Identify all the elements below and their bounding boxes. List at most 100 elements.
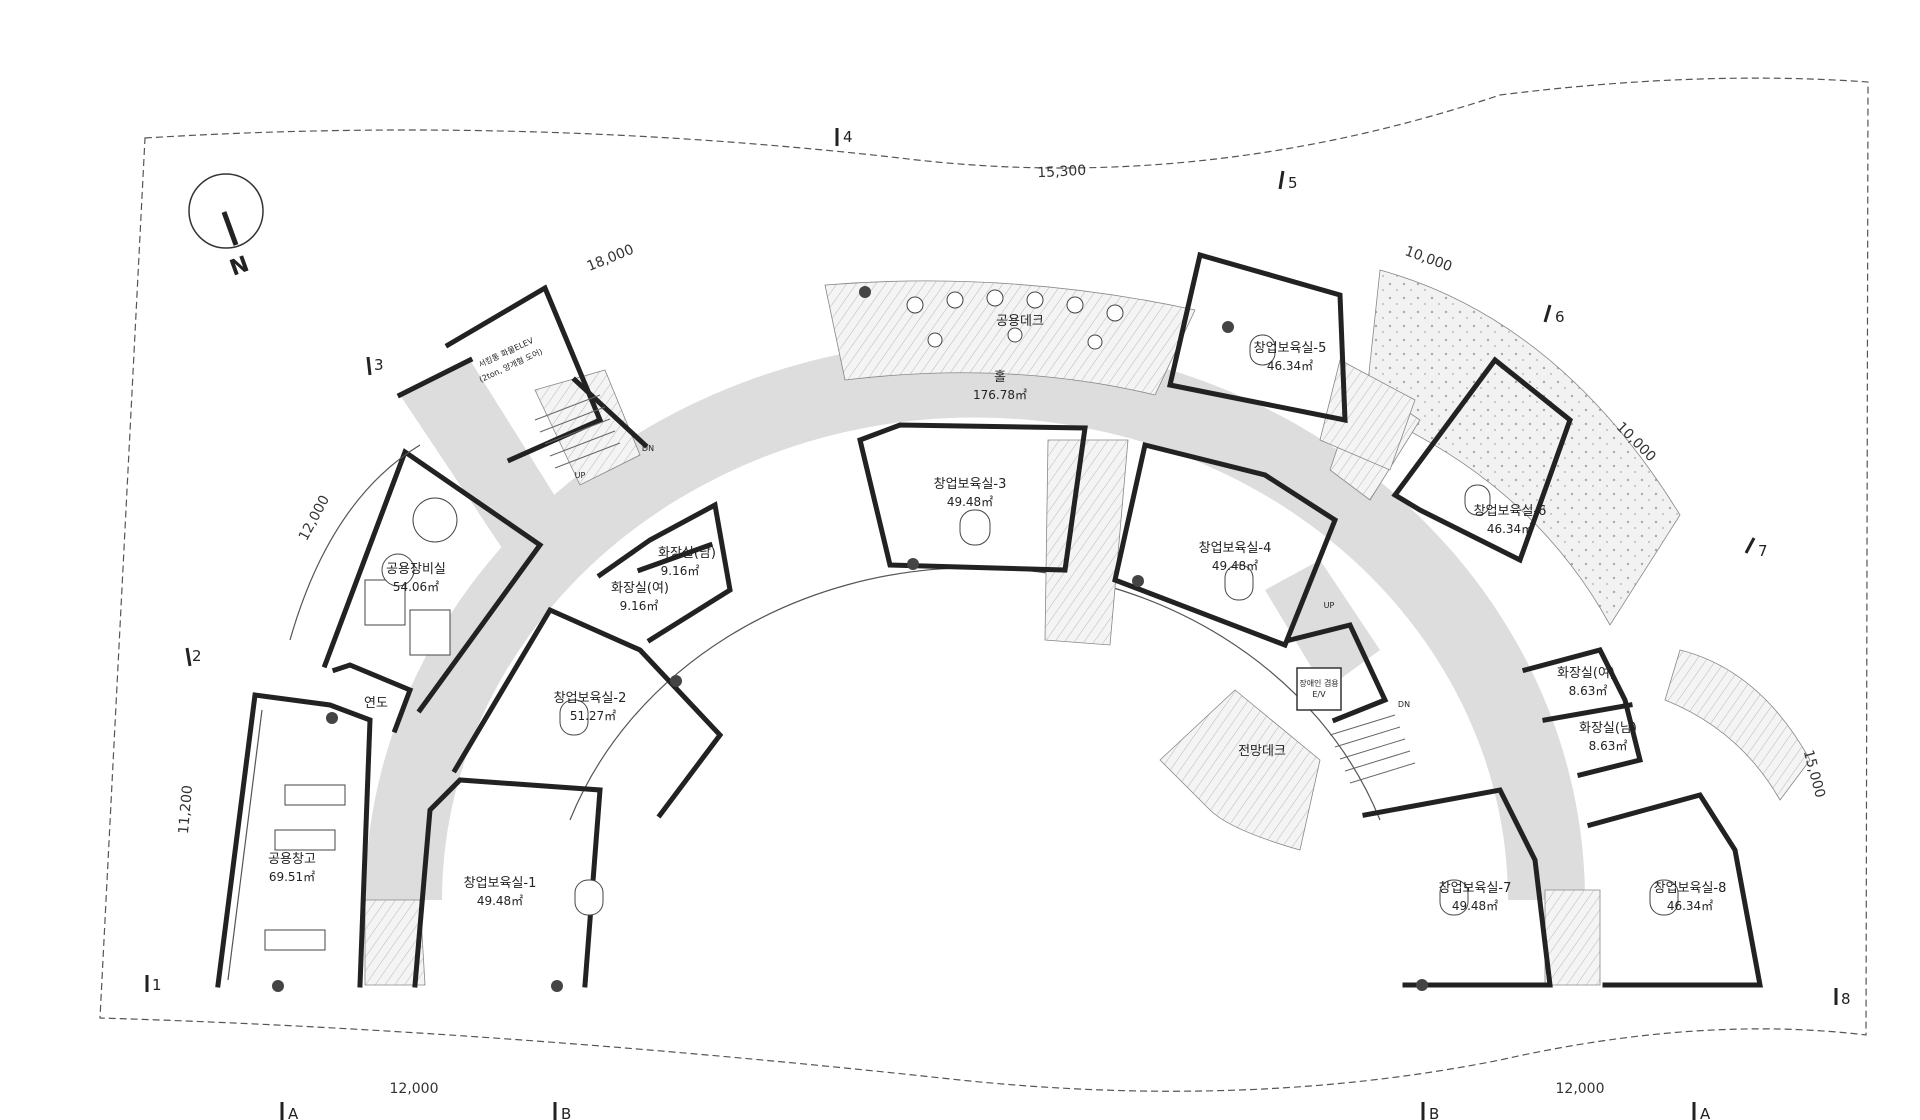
room-3-area: 49.48㎡ [947,495,993,509]
wc-f-left-area: 9.16㎡ [620,599,659,613]
room-2-area: 51.27㎡ [570,709,616,723]
room-4-area: 49.48㎡ [1212,559,1258,573]
room-3-walls [857,422,1088,573]
flue-walls [331,662,414,734]
stair-right-dn: DN [1398,700,1410,709]
storage-name: 공용창고 [268,852,316,867]
room-1-area: 49.48㎡ [477,894,523,908]
garden-strip [1364,269,1681,626]
deck-top-name: 공용데크 [996,314,1044,329]
north-label: N [227,252,253,282]
equip-curve [289,444,421,641]
view-deck [1159,689,1321,851]
dim-upper-left: 18,000 [585,242,636,275]
wc-right-walls [1521,647,1644,779]
stair-left-treads [534,394,621,469]
deck-furniture [859,286,1124,350]
room-8-name: 창업보육실-8 [1654,881,1727,896]
hall-corridor [365,340,1586,901]
wc-m-left-area: 9.16㎡ [661,564,700,578]
hall-area: 176.78㎡ [973,388,1027,402]
svg-text:4: 4 [843,128,853,146]
room-8-walls [1586,792,1764,988]
grid-axis-8: 8 [1834,988,1851,1008]
svg-text:5: 5 [1288,174,1298,192]
room-8-area: 46.34㎡ [1667,899,1713,913]
flue-name: 연도 [364,696,388,711]
room-3-name: 창업보육실-3 [934,477,1007,492]
section-mark-b-left: B [553,1102,571,1120]
svg-text:8: 8 [1841,990,1851,1008]
wc-m-right-name: 화장실(남) [1579,721,1637,736]
hall-name: 홀 [994,370,1006,385]
room-4-name: 창업보육실-4 [1199,541,1272,556]
wc-left-divider [636,541,714,574]
dim-top: 15,300 [1037,163,1087,182]
svg-text:3: 3 [374,356,384,374]
accessible-elev-line2: E/V [1312,690,1326,699]
grid-axis-1: 1 [145,975,162,994]
storage-area: 69.51㎡ [269,870,315,884]
corridor-branch-right [1265,560,1380,690]
room-5-name: 창업보육실-5 [1254,341,1327,356]
svg-text:A: A [1700,1105,1711,1120]
stair-right-treads [1329,714,1416,784]
storage-walls [215,692,373,988]
room-1-walls [412,777,603,988]
furniture [264,334,1679,951]
right-ramp [1664,649,1811,801]
section-mark-b-right: B [1421,1102,1439,1120]
wc-right-divider [1542,702,1633,723]
wc-f-right-area: 8.63㎡ [1569,684,1608,698]
room-5-walls [1166,251,1348,424]
equip-name: 공용장비실 [386,562,446,577]
dim-right-upper-1: 10,000 [1403,243,1455,275]
room-7-name: 창업보육실-7 [1439,881,1512,896]
equip-walls [321,448,544,714]
stair-left-walls [396,356,649,449]
deck-view-name: 전망데크 [1238,744,1286,759]
room-7-area: 49.48㎡ [1452,899,1498,913]
room-6-area: 46.34㎡ [1487,522,1533,536]
section-mark-a-right: A [1692,1102,1711,1120]
site-boundary [99,77,1869,1092]
grid-axis-6: 6 [1543,304,1565,326]
accessible-elev-line1: 장애인 겸용 [1299,678,1338,688]
storage-inner-wall [227,709,263,981]
room-4-walls [1112,441,1339,649]
north-arrow: N [188,173,264,282]
bottom-left-hatch [364,899,426,986]
svg-text:B: B [1429,1105,1439,1120]
equip-area: 54.06㎡ [393,580,439,594]
stair-left-up: UP [575,471,586,480]
room-2-walls [451,606,724,819]
bottom-right-hatch [1544,889,1601,986]
room-2-name: 창업보육실-2 [554,691,627,706]
dim-bottom-right: 12,000 [1556,1081,1605,1097]
room-6-name: 창업보육실-6 [1474,504,1547,519]
svg-text:B: B [561,1105,571,1120]
grid-axis-7: 7 [1744,537,1768,560]
svg-text:A: A [288,1105,299,1120]
columns [272,321,1428,992]
accessible-elevator [1296,667,1342,711]
dim-left-lower: 11,200 [176,785,196,835]
grid-axis-3: 3 [366,356,384,376]
dim-left-upper: 12,000 [296,493,333,544]
room-1-name: 창업보육실-1 [464,876,537,891]
svg-text:6: 6 [1555,308,1565,326]
svg-text:2: 2 [192,647,202,665]
grid-axis-4: 4 [835,128,853,146]
grid-axis-5: 5 [1278,170,1298,192]
wc-m-right-area: 8.63㎡ [1589,739,1628,753]
room-7-walls [1362,787,1553,988]
wc-m-left-name: 화장실(남) [658,546,716,561]
dim-bottom-left: 12,000 [390,1081,439,1097]
svg-text:1: 1 [152,976,162,994]
wc-left-walls [596,501,733,644]
wc-f-right-name: 화장실(여) [1557,666,1615,681]
corridor-hatch-mid [1044,439,1129,646]
section-mark-a-left: A [280,1102,299,1120]
stair-right-walls [1286,622,1389,724]
